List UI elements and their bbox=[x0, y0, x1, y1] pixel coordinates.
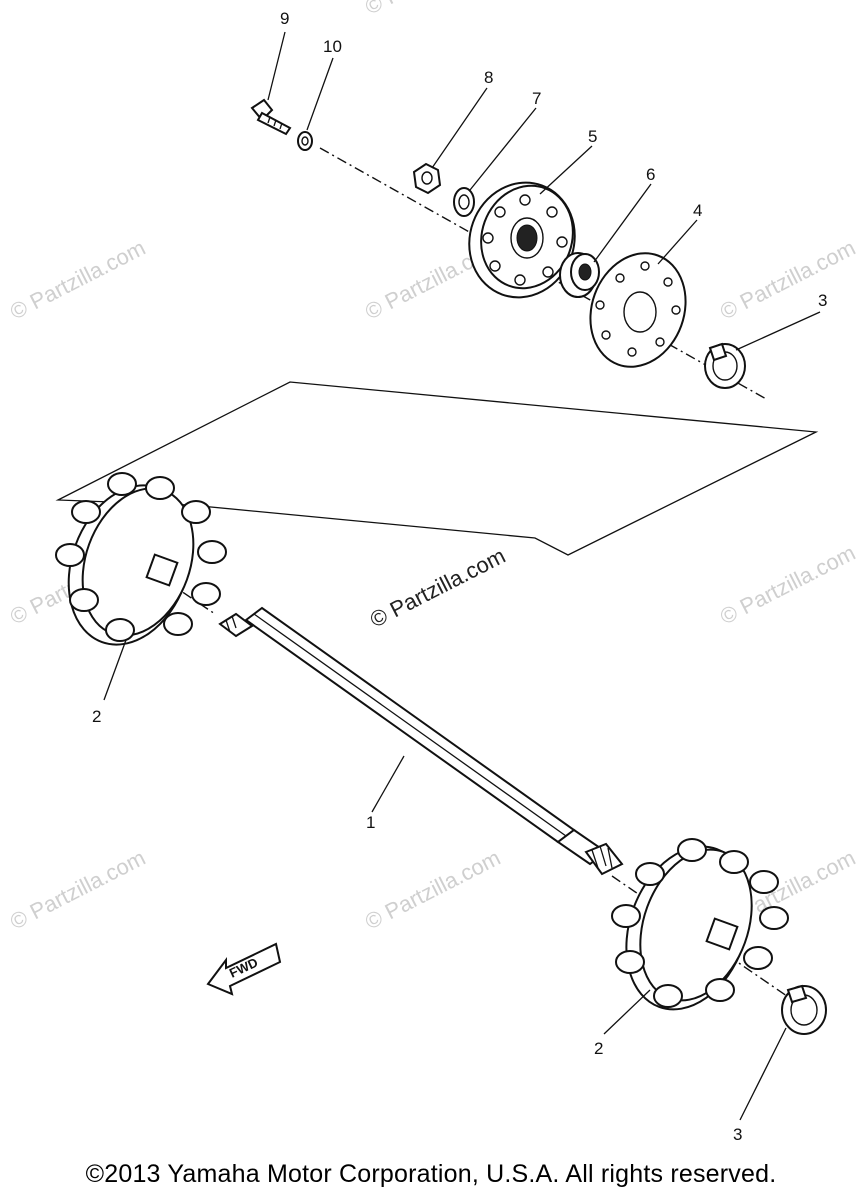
callout-2-right: 2 bbox=[594, 1039, 603, 1058]
callout-3-upper: 3 bbox=[818, 291, 827, 310]
copyright-notice: ©2013 Yamaha Motor Corporation, U.S.A. A… bbox=[85, 1160, 777, 1188]
callout-7: 7 bbox=[532, 89, 541, 108]
watermark: © Partzilla.com bbox=[6, 235, 149, 325]
callout-8: 8 bbox=[484, 68, 493, 87]
callout-10: 10 bbox=[323, 37, 342, 56]
watermark: © Partzilla.com bbox=[716, 540, 859, 630]
watermark-group: © Partzilla.com © Partzilla.com © Partzi… bbox=[6, 0, 859, 934]
callout-4: 4 bbox=[693, 201, 702, 220]
callout-5: 5 bbox=[588, 127, 597, 146]
callout-numbers: 9 10 8 7 5 6 4 3 2 1 2 3 bbox=[92, 9, 827, 1144]
leader-lines bbox=[103, 31, 821, 1121]
watermark: © Partzilla.com bbox=[716, 235, 859, 325]
nut-part bbox=[412, 162, 442, 195]
forward-arrow-icon: FWD bbox=[206, 942, 282, 996]
washer-part bbox=[297, 131, 313, 151]
flange-plate-part bbox=[589, 252, 687, 368]
callout-9: 9 bbox=[280, 9, 289, 28]
clamp-part-upper bbox=[704, 342, 746, 389]
flange-housing-part bbox=[468, 181, 576, 299]
watermark: © Partzilla.com bbox=[6, 845, 149, 935]
callout-2-left: 2 bbox=[92, 707, 101, 726]
bolt-part bbox=[250, 98, 292, 136]
watermark: © Partzilla.com bbox=[361, 845, 504, 935]
watermark-center: © Partzilla.com bbox=[366, 543, 509, 633]
callout-6: 6 bbox=[646, 165, 655, 184]
drive-shaft-part bbox=[218, 606, 624, 876]
sprocket-part-left bbox=[55, 472, 227, 646]
callout-1: 1 bbox=[366, 813, 375, 832]
callout-3-lower: 3 bbox=[733, 1125, 742, 1144]
lock-washer-part bbox=[453, 187, 475, 217]
clamp-part-lower bbox=[781, 984, 827, 1035]
bearing-part bbox=[559, 252, 600, 298]
sprocket-part-right bbox=[611, 838, 789, 1011]
watermark: © Partzilla.com bbox=[361, 0, 504, 19]
